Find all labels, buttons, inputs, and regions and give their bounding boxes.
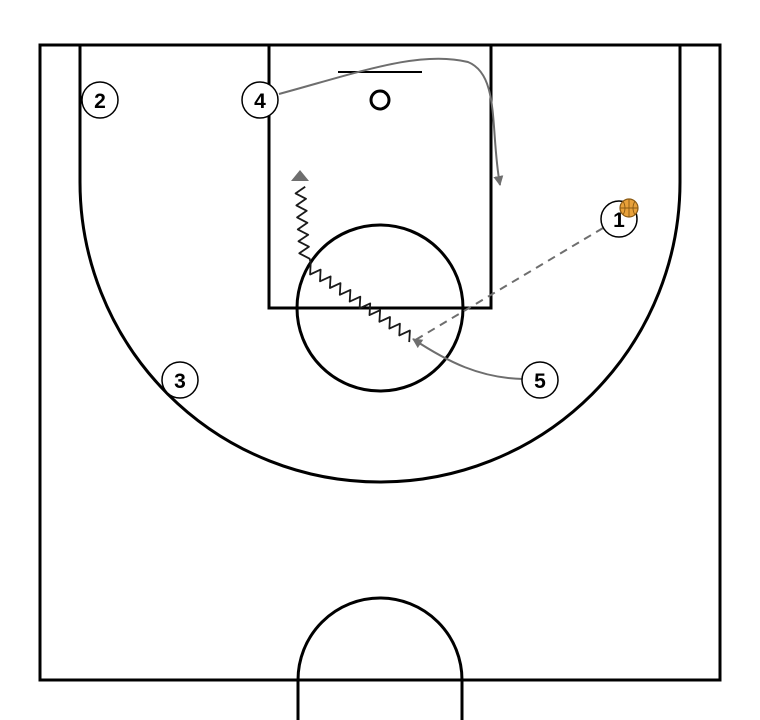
basketball-icon [619,198,639,218]
player-1-label: 1 [613,209,625,232]
player-3-label: 3 [174,370,186,393]
pass-line-player-1-to-5 [411,227,604,343]
player-4[interactable]: 4 [241,81,279,119]
player-5-circle [521,361,559,399]
cut-arrow-player-4 [278,57,504,186]
play-actions [278,57,604,380]
player-2-circle [81,81,119,119]
three-point-line [78,45,682,484]
player-3[interactable]: 3 [161,361,199,399]
player-4-circle [241,81,279,119]
cut-arrow-player-5 [412,338,524,380]
hoop [369,89,391,111]
dribble-arrowhead [291,170,309,181]
center-circle [296,596,464,720]
player-4-label: 4 [254,90,266,113]
player-5[interactable]: 5 [521,361,559,399]
player-2[interactable]: 2 [81,81,119,119]
dribble-line [294,186,411,343]
player-2-label: 2 [94,90,106,113]
player-5-label: 5 [534,370,546,393]
court-lines [38,43,722,720]
player-3-circle [161,361,199,399]
paint-lane [267,43,493,310]
free-throw-circle [295,223,465,393]
